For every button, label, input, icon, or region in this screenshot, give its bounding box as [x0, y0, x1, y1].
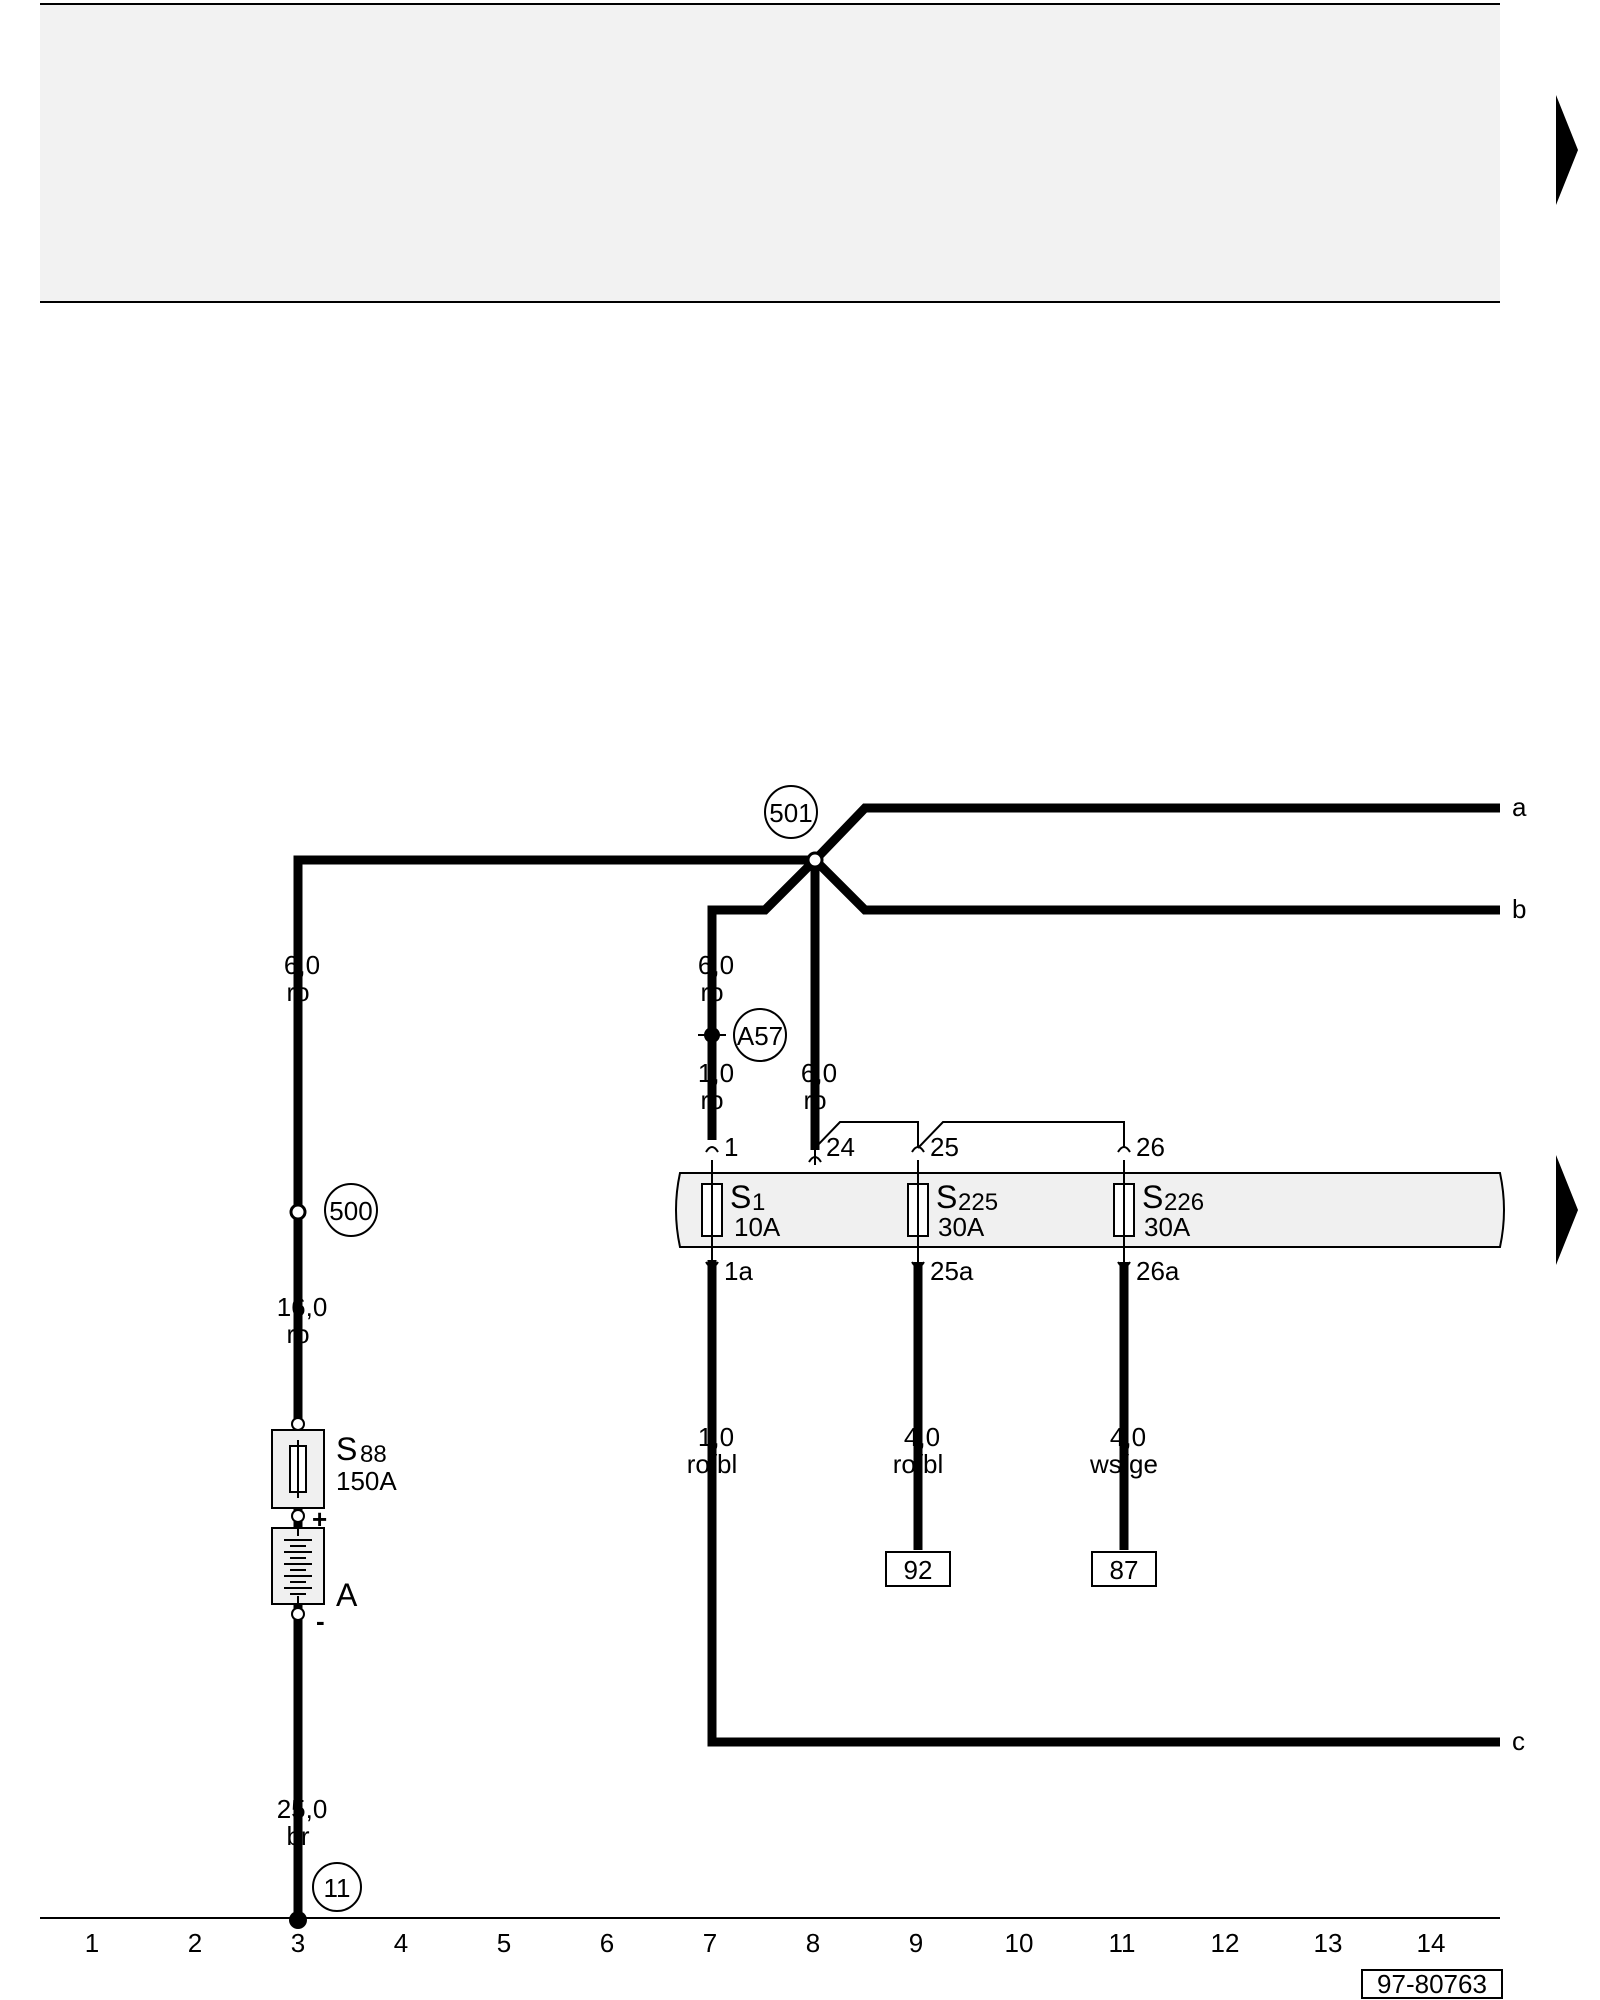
- wire-main-left: [293, 855, 815, 1912]
- wire-s225-out-size: 4,0: [904, 1422, 940, 1452]
- pin-25a-label: 25a: [930, 1256, 974, 1286]
- conn-501-circle[interactable]: [764, 785, 818, 839]
- wire-s1-out-color: ro/bl: [687, 1449, 738, 1479]
- pin-26-label: 26: [1136, 1132, 1165, 1162]
- fuse-s1-sub: 1: [752, 1189, 765, 1216]
- battery-cells-icon: [284, 1539, 312, 1595]
- conn-11-label: 11: [324, 1873, 351, 1903]
- wire-s225-out-color: ro/bl: [893, 1449, 944, 1479]
- conn-11-circle[interactable]: [312, 1862, 362, 1912]
- wire-to-c: [707, 1260, 1500, 1747]
- column-number-3: 3: [291, 1928, 305, 1958]
- column-number-6: 6: [600, 1928, 614, 1958]
- wire-to-a: [811, 803, 1500, 864]
- fuse-s88-top-terminal: [291, 1417, 305, 1431]
- wire-s1-out-size: 1,0: [698, 1422, 734, 1452]
- pin-25a-arc: [911, 1261, 925, 1268]
- pin-25-arc: [911, 1146, 925, 1153]
- wire-battery-size: 16,0: [277, 1292, 328, 1322]
- column-number-11: 11: [1109, 1928, 1136, 1958]
- bridge-25-26: [917, 1121, 1125, 1149]
- fuse-s225-rating: 30A: [938, 1212, 985, 1242]
- wire-battery-color: ro: [286, 1319, 309, 1349]
- edge-label-c: c: [1512, 1726, 1525, 1756]
- ref-87-box[interactable]: [1091, 1551, 1157, 1587]
- wire-col8-size: 6,0: [801, 1058, 837, 1088]
- column-number-2: 2: [188, 1928, 202, 1958]
- battery-label: A: [336, 1577, 358, 1613]
- fuse-s226-rating: 30A: [1144, 1212, 1191, 1242]
- fuse-s225-id: S: [936, 1179, 957, 1215]
- wire-to-b: [811, 856, 1500, 915]
- pin-26-arc: [1117, 1146, 1131, 1153]
- fuse-s88-id: S: [336, 1431, 357, 1467]
- fuse-s88-bottom-terminal: [291, 1509, 305, 1523]
- wire-s226-out-size: 4,0: [1110, 1422, 1146, 1452]
- fuse-s1-rating: 10A: [734, 1212, 781, 1242]
- ref-87-label: 87: [1110, 1555, 1139, 1585]
- pin-24-label: 24: [826, 1132, 855, 1162]
- battery-minus-terminal: [291, 1607, 305, 1621]
- conn-a57-circle[interactable]: [733, 1008, 787, 1062]
- column-number-1: 1: [85, 1928, 99, 1958]
- column-number-12: 12: [1211, 1928, 1240, 1958]
- fuse-s88-rating: 150A: [336, 1466, 397, 1496]
- continue-arrow-icon-2[interactable]: [1556, 1155, 1578, 1265]
- junction-501: [806, 851, 824, 869]
- fuse-s1-id: S: [730, 1179, 751, 1215]
- pin-1-arc: [705, 1146, 719, 1153]
- pin-26a-arc: [1117, 1261, 1131, 1268]
- figure-number-box: [1361, 1969, 1503, 1999]
- wire-col7-upper-size: 6,0: [698, 950, 734, 980]
- column-number-13: 13: [1314, 1928, 1343, 1958]
- figure-number: 97-80763: [1377, 1969, 1487, 1999]
- column-number-4: 4: [394, 1928, 408, 1958]
- pin-24-arc: [808, 1156, 822, 1163]
- pin-1-label: 1: [724, 1132, 738, 1162]
- wire-col7-lower-color: ro: [700, 1085, 723, 1115]
- column-number-5: 5: [497, 1928, 511, 1958]
- battery-plus-sign: +: [312, 1504, 327, 1534]
- column-number-9: 9: [909, 1928, 923, 1958]
- ref-92-box[interactable]: [885, 1551, 951, 1587]
- wire-col7-upper: [707, 856, 819, 1140]
- wire-ground-color: br: [286, 1821, 309, 1851]
- fuse-s88-sub: 88: [360, 1441, 387, 1468]
- edge-label-a: a: [1512, 792, 1527, 822]
- pin-26a-label: 26a: [1136, 1256, 1180, 1286]
- conn-a57-label: A57: [737, 1021, 783, 1051]
- ref-92-label: 92: [904, 1555, 933, 1585]
- pin-1a-arc: [705, 1261, 719, 1268]
- wire-col7-upper-color: ro: [700, 977, 723, 1007]
- column-number-10: 10: [1005, 1928, 1034, 1958]
- fuse-panel: [675, 1172, 1505, 1248]
- fuse-s225-sub: 225: [958, 1189, 998, 1216]
- wire-col7-lower-size: 1,0: [698, 1058, 734, 1088]
- wire-col8-color: ro: [803, 1085, 826, 1115]
- column-number-7: 7: [703, 1928, 717, 1958]
- wire-ground-size: 25,0: [277, 1794, 328, 1824]
- pin-25-label: 25: [930, 1132, 959, 1162]
- conn-500-label: 500: [329, 1196, 372, 1226]
- fuse-s226-sub: 226: [1164, 1189, 1204, 1216]
- conn-501-label: 501: [769, 798, 812, 828]
- fuse-s226-id: S: [1142, 1179, 1163, 1215]
- column-number-14: 14: [1417, 1928, 1446, 1958]
- wire-main-color: ro: [286, 977, 309, 1007]
- bridge-24-25: [814, 1121, 919, 1165]
- conn-500-circle[interactable]: [324, 1183, 378, 1237]
- battery-minus-sign: -: [316, 1606, 325, 1636]
- column-number-8: 8: [806, 1928, 820, 1958]
- pin-1a-label: 1a: [724, 1256, 753, 1286]
- wire-s226-out-color: ws/ge: [1089, 1449, 1158, 1479]
- header-panel: [40, 4, 1500, 302]
- edge-label-b: b: [1512, 894, 1526, 924]
- junction-500: [289, 1203, 307, 1221]
- continue-arrow-icon[interactable]: [1556, 95, 1578, 205]
- wire-main-size: 6,0: [284, 950, 320, 980]
- ground-point: [289, 1911, 307, 1929]
